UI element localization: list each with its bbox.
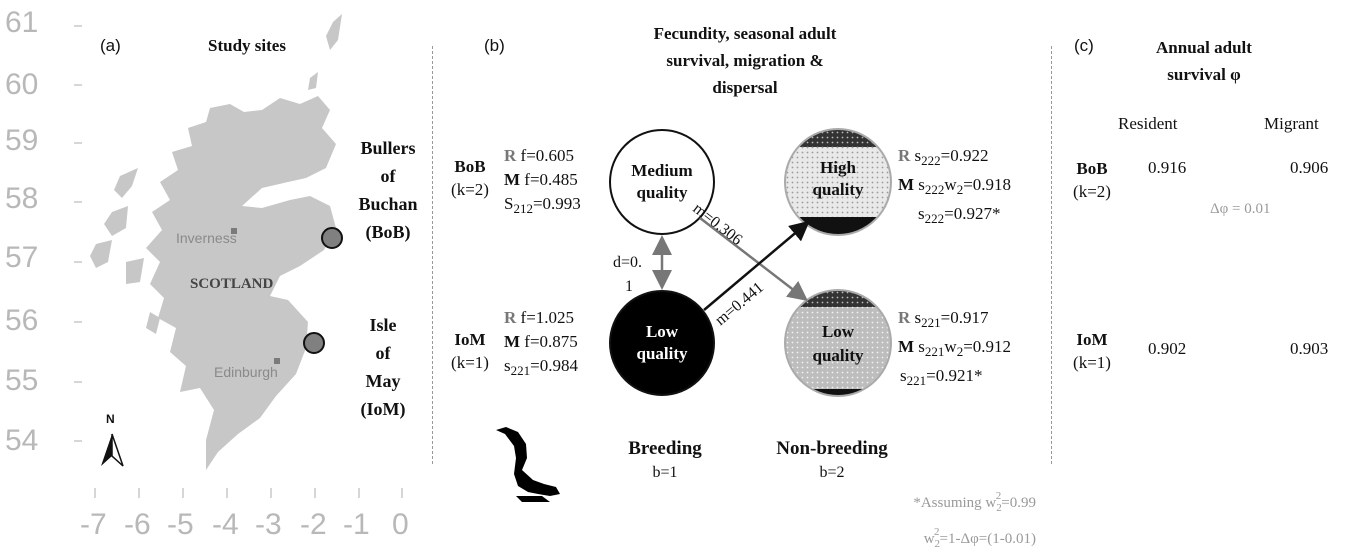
migration-arrow-bob bbox=[699, 217, 808, 302]
y-tick: 61 bbox=[5, 6, 39, 39]
bob-site-block: BoB(k=2) bbox=[451, 157, 489, 199]
y-tick: 54 bbox=[5, 424, 39, 457]
north-arrow-icon bbox=[101, 433, 124, 467]
y-tick: 59 bbox=[5, 124, 39, 157]
bob-migrant-value: 0.906 bbox=[1290, 158, 1329, 177]
y-tick: 60 bbox=[5, 68, 39, 101]
bob-resident-value: 0.916 bbox=[1148, 158, 1187, 177]
site-iom-label: Isle of May (IoM) bbox=[360, 315, 406, 419]
inverness-marker bbox=[231, 228, 237, 234]
dispersal-label: d=0. 1 bbox=[613, 254, 643, 295]
scotland-landmass bbox=[90, 14, 342, 470]
node-medium-quality bbox=[609, 129, 715, 235]
x-tick: 0 bbox=[392, 508, 409, 541]
y-tick: 55 bbox=[5, 364, 39, 397]
delta-phi: Δφ = 0.01 bbox=[1210, 201, 1271, 217]
iom-site-block: IoM(k=1) bbox=[451, 330, 489, 372]
panel-b-label: (b) bbox=[484, 36, 505, 55]
panel-c-label: (c) bbox=[1074, 36, 1094, 55]
table-row-bob-site: BoB(k=2) bbox=[1073, 159, 1111, 201]
col-resident-header: Resident bbox=[1118, 114, 1178, 133]
y-tick: 56 bbox=[5, 304, 39, 337]
axis-ticks bbox=[74, 25, 403, 498]
nonbreeding-season-label: Non-breeding b=2 bbox=[776, 438, 888, 481]
migration-arrow-iom bbox=[703, 220, 810, 311]
iom-resident-value: 0.902 bbox=[1148, 339, 1187, 358]
high-quality-survival: R s222=0.922 M s222w2=0.918 s222=0.927* bbox=[898, 146, 1012, 226]
bob-fecundity-values: R f=0.605 M f=0.485 S212=0.993 bbox=[504, 146, 581, 216]
bob-site-marker bbox=[321, 227, 343, 249]
panel-a-title: Study sites bbox=[208, 36, 286, 55]
node-low-quality-breeding bbox=[609, 290, 715, 396]
edinburgh-marker bbox=[274, 358, 280, 364]
iom-site-marker bbox=[303, 332, 325, 354]
panel-a-label: (a) bbox=[100, 36, 121, 55]
city-edinburgh: Edinburgh bbox=[214, 364, 278, 380]
table-row-iom-site: IoM(k=1) bbox=[1073, 330, 1111, 372]
footnote: *Assuming w22=0.99 w22=1-Δφ=(1-0.01) bbox=[913, 490, 1036, 550]
site-bob-label: Bullers of Buchan (BoB) bbox=[358, 138, 418, 242]
diagram-graphic bbox=[496, 128, 892, 502]
panel-b-title: Fecundity, seasonal adult survival, migr… bbox=[653, 24, 837, 97]
col-migrant-header: Migrant bbox=[1264, 114, 1319, 133]
divider-right bbox=[1051, 46, 1052, 464]
country-label: SCOTLAND bbox=[190, 276, 274, 292]
iom-migrant-value: 0.903 bbox=[1290, 339, 1329, 358]
y-tick: 58 bbox=[5, 182, 39, 215]
iom-fecundity-values: R f=1.025 M f=0.875 s221=0.984 bbox=[504, 308, 578, 378]
north-label: N bbox=[106, 412, 115, 426]
map-graphic bbox=[74, 14, 403, 498]
cormorant-silhouette-icon bbox=[496, 427, 560, 502]
city-inverness: Inverness bbox=[176, 230, 237, 246]
divider-left bbox=[432, 46, 433, 464]
y-tick: 57 bbox=[5, 241, 39, 274]
breeding-season-label: Breeding b=1 bbox=[628, 438, 702, 481]
low-quality-survival: R s221=0.917 M s221w2=0.912 s221=0.921* bbox=[898, 308, 1012, 388]
panel-c-title: Annual adult survival φ bbox=[1156, 38, 1252, 84]
